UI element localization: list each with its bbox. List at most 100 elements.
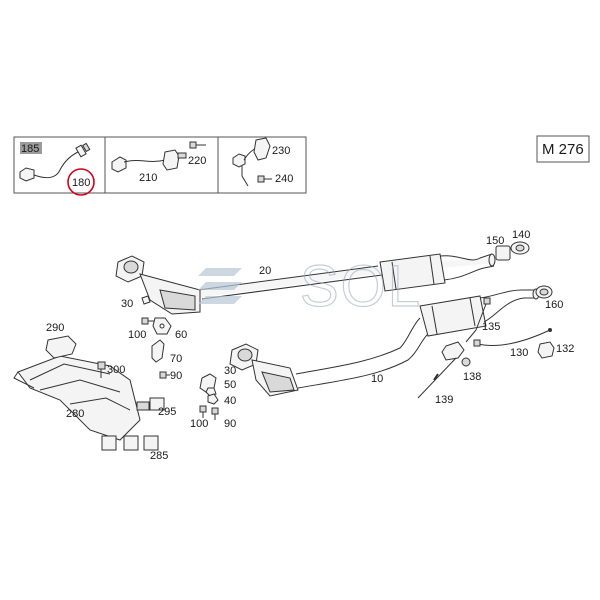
label-10: 10: [371, 373, 383, 385]
label-132: 132: [556, 343, 574, 355]
catalytic-converter-lower[interactable]: [229, 343, 299, 397]
heat-shield-280-edge: [13, 371, 35, 389]
label-130: 130: [510, 347, 528, 359]
bolt-90b-head: [211, 407, 219, 415]
clamp-140[interactable]: [510, 241, 530, 255]
bolt-90a[interactable]: [159, 371, 170, 379]
wire-139[interactable]: [417, 357, 457, 399]
bolt-240-head: [257, 175, 265, 183]
bolt-90b[interactable]: [211, 407, 219, 420]
clip-40[interactable]: [207, 393, 219, 405]
label-160: 160: [545, 299, 563, 311]
heat-shield-280-body: [17, 355, 141, 441]
bracket-70[interactable]: [151, 339, 165, 363]
label-280: 280: [66, 408, 84, 420]
bolt-100b[interactable]: [199, 405, 207, 418]
mount-285-a: [101, 435, 117, 451]
sensor-135-wire: [475, 303, 487, 331]
watermark-text: SOL: [300, 254, 422, 319]
label-70: 70: [170, 353, 182, 365]
rubber-mount-295-b: [136, 401, 150, 411]
pipe-10-edge-top: [295, 317, 421, 375]
pipe-10-tail-bottom: [483, 297, 536, 323]
pipe-20-tail-top: [439, 253, 493, 261]
label-20: 20: [259, 265, 271, 277]
muffler-10-seam: [469, 297, 476, 327]
bracket-138[interactable]: [441, 341, 471, 367]
sensor-210-drawing[interactable]: [111, 149, 187, 173]
label-180: 180: [72, 177, 90, 189]
sensor-210-wire: [123, 159, 166, 163]
bolt-300-head: [97, 361, 106, 370]
label-140: 140: [512, 229, 530, 241]
converter-upper-port: [123, 260, 139, 274]
clamp-160[interactable]: [535, 285, 553, 299]
label-100a: 100: [128, 329, 146, 341]
sensor-130-wire: [477, 329, 551, 346]
label-185: 185: [21, 143, 39, 155]
sensor-230-body: [253, 137, 271, 161]
sensor-230-drawing[interactable]: [232, 137, 271, 187]
clamp-140-inner: [515, 244, 525, 252]
sensor-tip: [82, 142, 91, 153]
bolt-300[interactable]: [97, 361, 106, 378]
sensor-135[interactable]: [465, 297, 491, 343]
sensor-230-connector: [232, 153, 246, 168]
sensor-130[interactable]: [473, 328, 552, 347]
label-60: 60: [175, 329, 187, 341]
label-90b: 90: [224, 418, 236, 430]
bracket-60-hole: [159, 323, 165, 329]
bracket-290[interactable]: [45, 335, 77, 359]
converter-lower-heatshield: [261, 371, 295, 393]
label-135: 135: [482, 321, 500, 333]
rubber-mount-295[interactable]: [136, 397, 165, 411]
sensor-135-lead: [465, 329, 477, 343]
sensor-210-tip: [177, 152, 187, 159]
rubber-mount-295-shape: [149, 397, 165, 411]
wire-139-clip: [433, 373, 439, 381]
sensor-210-connector: [111, 156, 127, 173]
pipe-20-edge-bottom: [201, 274, 383, 300]
label-100b: 100: [190, 418, 208, 430]
bracket-138-shape: [441, 341, 465, 361]
wire-139-line: [417, 357, 457, 399]
label-295: 295: [158, 406, 176, 418]
bracket-290-shape: [45, 335, 77, 359]
mount-285[interactable]: [101, 435, 159, 451]
label-90a: 90: [170, 370, 182, 382]
heat-shield-280-rib: [29, 363, 111, 381]
bolt-220-head: [189, 141, 197, 149]
watermark: [198, 268, 242, 304]
bracket-60[interactable]: [152, 317, 172, 335]
converter-upper-heatshield: [159, 289, 196, 311]
model-box: [536, 135, 590, 163]
label-30b: 30: [224, 365, 236, 377]
connector-132[interactable]: [537, 341, 555, 359]
model-label: M 276: [542, 141, 584, 158]
bolt-240-drawing[interactable]: [257, 175, 272, 183]
label-220: 220: [188, 155, 206, 167]
bolt-90a-head: [159, 371, 167, 379]
bolt-220-drawing[interactable]: [189, 141, 206, 149]
bracket-138-grommet: [461, 357, 471, 367]
highlight-circle-180: [67, 168, 95, 196]
catalytic-converter-upper[interactable]: [115, 255, 201, 315]
oxygen-sensor-180-drawing[interactable]: [19, 142, 95, 196]
clip-40-shape: [207, 393, 219, 405]
clip-30a[interactable]: [141, 295, 151, 305]
label-300: 300: [107, 364, 125, 376]
label-50: 50: [224, 379, 236, 391]
bracket-70-shape: [151, 339, 165, 363]
sensor-210-body: [162, 149, 180, 171]
clamp-150[interactable]: [495, 245, 511, 261]
clip-30a-shape: [141, 295, 151, 305]
label-290: 290: [46, 322, 64, 334]
label-30a: 30: [121, 298, 133, 310]
muffler-20-seam: [429, 255, 435, 285]
muffler-20-seam: [391, 261, 397, 290]
label-240: 240: [275, 173, 293, 185]
pipe-20-outlet: [488, 253, 496, 267]
heat-shield-280[interactable]: [13, 355, 141, 441]
heat-shield-280-rib: [69, 397, 131, 411]
converter-lower-port: [237, 348, 253, 362]
